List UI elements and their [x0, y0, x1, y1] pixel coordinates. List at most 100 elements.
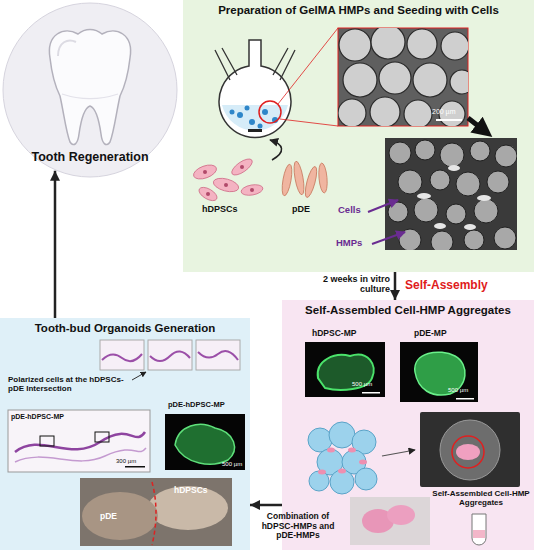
- pointer-arrow: [372, 232, 405, 244]
- cell-nucleus: [250, 188, 254, 192]
- flow-arrow: [394, 272, 397, 300]
- epithelial-cell: [292, 161, 306, 196]
- reaction-flask: [259, 101, 281, 123]
- pointer-arrow: [368, 200, 398, 212]
- node-title: Preparation of GelMA HMPs and Seeding wi…: [218, 4, 499, 17]
- tube-icon: [473, 530, 485, 538]
- histology-image: [15, 448, 146, 462]
- fluorescence-image: [415, 352, 465, 395]
- tube-icon: [472, 514, 486, 545]
- sem-micrograph: [338, 28, 468, 126]
- fluorescence-image: [400, 342, 478, 402]
- edge-label: 2 weeks in vitro culture: [296, 274, 390, 294]
- node-title: Self-Assembled Cell-HMP Aggregates: [305, 304, 511, 317]
- aggregate-schematic: [352, 430, 376, 454]
- sem-micrograph: [385, 138, 517, 253]
- circle-shape: [3, 3, 177, 177]
- aggregate-schematic: [308, 428, 332, 452]
- microparticle: [389, 142, 411, 164]
- reaction-flask: [215, 48, 295, 80]
- aggregate-schematic: [309, 471, 329, 491]
- microparticle: [417, 193, 431, 199]
- microparticle: [388, 202, 408, 222]
- aggregate-schematic: [329, 422, 355, 448]
- histology-image: [125, 466, 145, 468]
- epithelial-cell: [303, 166, 319, 199]
- aggregate-photo: [350, 497, 430, 545]
- histology-image: [8, 410, 150, 472]
- aggregate-schematic: [327, 448, 335, 453]
- microparticle: [399, 229, 421, 250]
- microparticle: [414, 198, 438, 222]
- tooth-illustration: [49, 30, 130, 145]
- aggregate-schematic: [318, 470, 326, 475]
- histology-image: [15, 432, 145, 452]
- reaction-flask: [237, 112, 243, 118]
- stem-cell: [229, 156, 254, 178]
- histology-image: [148, 340, 192, 370]
- epithelial-cell: [280, 164, 293, 197]
- stage-panel: Preparation of GelMA HMPs and Seeding wi…: [183, 0, 534, 272]
- sem-micrograph: [436, 119, 462, 121]
- stage-panel: Self-Assembled Cell-HMP Aggregates: [282, 300, 534, 550]
- cell-nucleus: [224, 183, 228, 187]
- fluorescence-image: [305, 342, 385, 397]
- aggregate-schematic: [338, 469, 346, 474]
- microparticle: [431, 231, 453, 250]
- organoid-photo: [148, 486, 228, 530]
- microparticle: [450, 70, 468, 94]
- histology-image: [196, 340, 240, 370]
- fluorescence-image: [362, 392, 380, 394]
- stage-panel: Tooth-bud Organoids Generation: [0, 318, 250, 550]
- microparticle: [434, 223, 446, 229]
- cell-nucleus: [203, 170, 207, 174]
- microparticle: [407, 29, 437, 59]
- microparticle: [495, 145, 517, 167]
- microparticle: [371, 28, 405, 59]
- reaction-flask: [230, 110, 235, 115]
- figure-label: Self-Assembly: [405, 279, 488, 292]
- microparticle: [338, 99, 366, 126]
- organoid-photo: [80, 478, 232, 546]
- reaction-flask: [258, 124, 263, 129]
- microparticle: [477, 195, 491, 201]
- epithelial-cell: [318, 163, 329, 194]
- stem-cell: [240, 183, 263, 197]
- fluorescence-image: [318, 355, 374, 390]
- fluorescence-image: [165, 414, 245, 470]
- histology-image: [150, 351, 190, 361]
- fluorescence-image: [175, 424, 234, 464]
- organoid-photo: [80, 478, 232, 546]
- stem-cell: [197, 185, 219, 204]
- aggregate-schematic: [308, 422, 377, 494]
- histology-image: [100, 340, 144, 370]
- stem-cell: [192, 156, 264, 203]
- reaction-flask: [222, 105, 288, 131]
- pointer-arrow: [132, 372, 146, 380]
- histology-image: [40, 436, 54, 446]
- microparticle: [370, 97, 400, 126]
- microparticle: [464, 224, 476, 230]
- pointer-arrow: [382, 450, 415, 456]
- well-photo: [420, 412, 520, 487]
- stem-cell: [212, 176, 240, 194]
- cell-nucleus: [203, 165, 254, 196]
- cell-nucleus: [206, 192, 210, 196]
- aggregate-schematic: [348, 448, 356, 453]
- fluorescence-image: [400, 342, 478, 402]
- aggregate-photo: [362, 509, 394, 533]
- reaction-flask: [245, 106, 250, 111]
- microparticle: [448, 165, 460, 171]
- flow-arrow: [250, 504, 282, 507]
- flow-arrow: [54, 171, 57, 318]
- microparticle: [446, 204, 466, 224]
- microparticle: [441, 32, 468, 60]
- histology-image: [95, 432, 109, 442]
- tooth-illustration: [62, 94, 118, 99]
- well-photo: [420, 412, 520, 487]
- microparticle: [430, 170, 450, 190]
- microparticle: [456, 172, 480, 196]
- reaction-flask: [215, 28, 338, 137]
- microparticle: [439, 101, 465, 126]
- node-title: Tooth-bud Organoids Generation: [35, 322, 216, 335]
